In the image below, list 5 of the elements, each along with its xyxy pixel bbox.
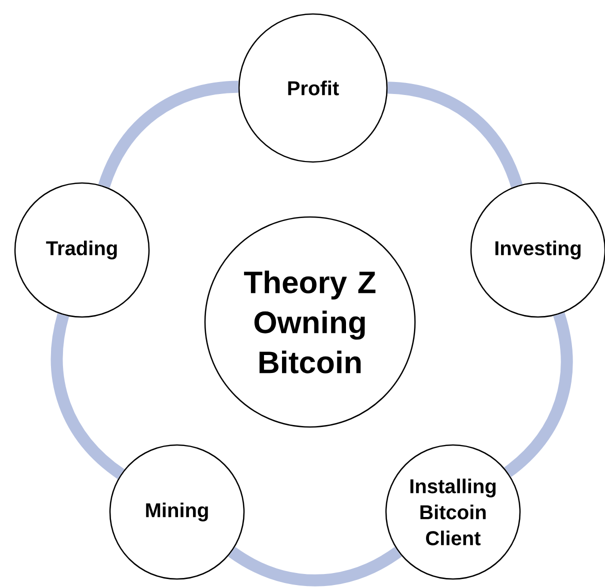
ring-segment [504, 312, 573, 477]
ring-segment [98, 80, 239, 188]
ring-segment [228, 546, 402, 586]
ring-segment [387, 82, 522, 188]
ring-segment [50, 314, 125, 479]
